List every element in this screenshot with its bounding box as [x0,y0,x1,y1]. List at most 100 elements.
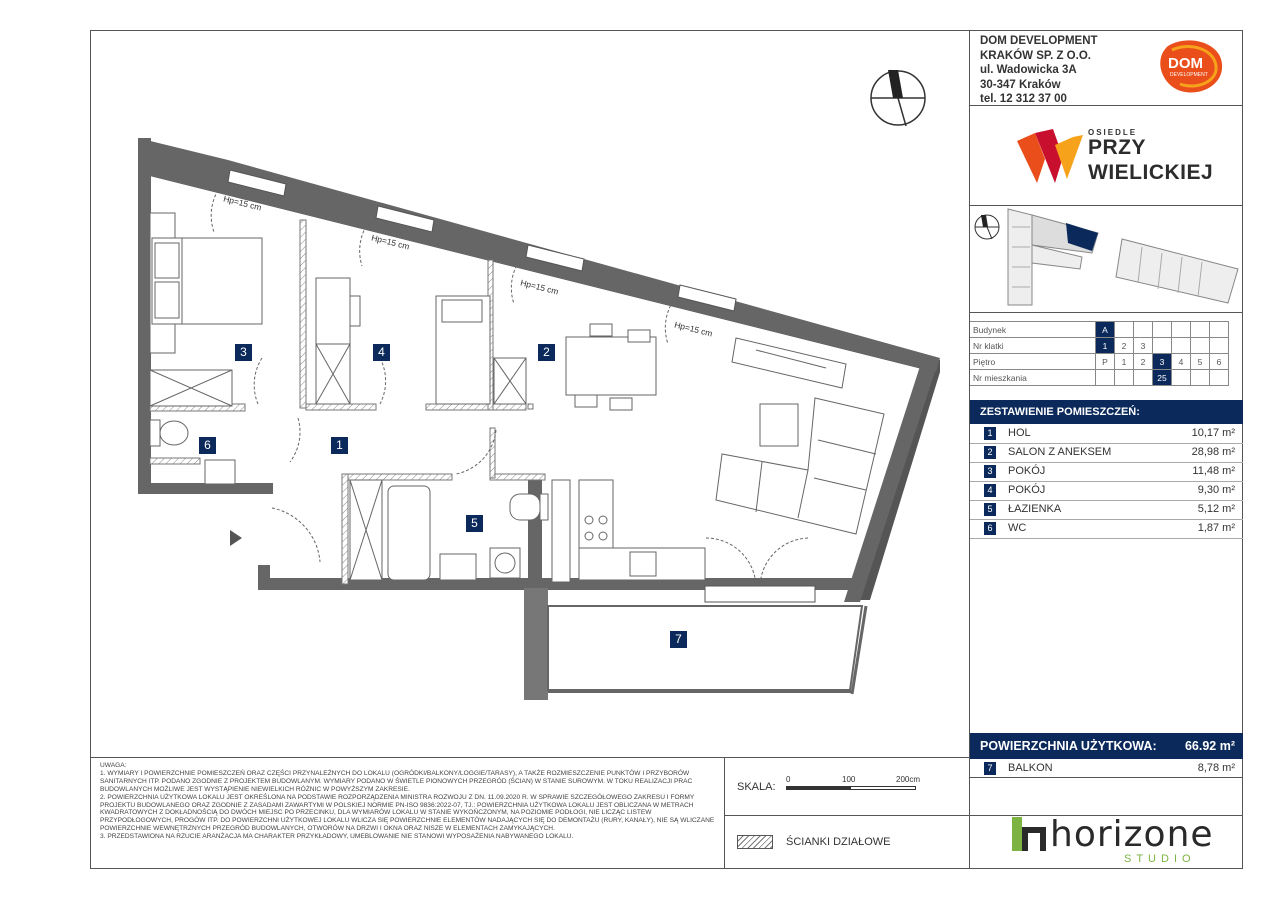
scale-tick-100: 100 [842,775,856,784]
przy-wielickiej-logo-icon [1017,129,1083,183]
floor-plan [138,69,940,700]
dom-development-logo: DOM DEVELOPMENT [1160,40,1223,93]
dom-logo-text: DOM [1168,55,1203,72]
company-name: DOM DEVELOPMENT [980,35,1098,47]
right-wall [844,360,938,602]
dom-logo-sub: DEVELOPMENT [1170,72,1208,78]
pietro-cell: 4 [1171,353,1191,370]
room-num: 3 [984,465,996,478]
room-label-7: 7 [670,631,687,648]
room-label-6: 6 [199,437,216,454]
zestawienie-title: ZESTAWIENIE POMIESZCZEŃ: [970,400,1243,424]
klatka-cell: 1 [1095,337,1115,354]
company-name2: KRAKÓW SP. Z O.O. [980,49,1091,62]
pietro-cell: 1 [1114,353,1134,370]
room-row: 1 HOL 10,17 m² [970,424,1243,444]
room-name: ŁAZIENKA [1008,503,1062,515]
powierzchnia-value: 66.92 m² [1184,739,1235,753]
windows [227,169,816,603]
divider-keyplan [969,312,1243,313]
uwaga-notes: UWAGA: 1. WYMIARY I POWIERZCHNIE POMIESZ… [100,762,718,841]
uwaga-title: UWAGA: [100,762,127,769]
room-area: 5,12 m² [1197,503,1235,515]
uwaga-note-2: 2. POWIERZCHNIA UŻYTKOWA LOKALU JEST OKR… [100,793,715,833]
left-wall [138,138,151,494]
horizone-studio: STUDIO [1124,853,1196,865]
room-num: 1 [984,427,996,440]
mieszkanie-label: Nr mieszkania [970,369,1096,386]
divider-balkon [969,777,1243,778]
company-phone: tel. 12 312 37 00 [980,93,1067,105]
entrance-arrow-icon [230,530,242,546]
klatka-cell: 2 [1114,337,1134,354]
door-swings [210,181,809,587]
company-city: 30-347 Kraków [980,78,1061,91]
pietro-cell: 6 [1209,353,1229,370]
key-plan [974,208,1239,306]
brand-przy: PRZY [1088,136,1147,159]
room-area: 28,98 m² [1191,446,1235,458]
room-row: 3 POKÓJ 11,48 m² [970,462,1243,482]
balkon-row: 7 BALKON 8,78 m² [970,759,1243,778]
horizone-wordmark: horizone [1050,814,1214,855]
pietro-cell: P [1095,353,1115,370]
balkon-area: 8,78 m² [1197,762,1235,774]
divider-brand [969,205,1243,206]
balcony-wall-left [524,588,548,700]
balkon-num: 7 [984,762,996,775]
room-name: SALON Z ANEKSEM [1008,446,1112,458]
pietro-cell: 3 [1152,353,1172,370]
klatka-cell: 3 [1133,337,1153,354]
room-name: HOL [1008,427,1031,439]
balkon-name: BALKON [1008,762,1053,774]
scale-bar [786,786,916,790]
uwaga-note-3: 3. PRZEDSTAWIONA NA RZUCIE ARANŻACJA MA … [100,833,574,841]
room-row: 2 SALON Z ANEKSEM 28,98 m² [970,443,1243,463]
pietro-label: Piętro [970,353,1096,370]
budynek-label: Budynek [970,321,1096,338]
room-num: 5 [984,503,996,516]
room-label-1: 1 [331,437,348,454]
divider-notes-scale [724,757,725,869]
divider-company [969,105,1243,106]
uwaga-note-1: 1. WYMIARY I POWIERZCHNIE POMIESZCZEŃ OR… [100,769,693,793]
company-address: DOM DEVELOPMENT KRAKÓW SP. Z O.O. ul. Wa… [980,34,1098,107]
skala-label: SKALA: [737,781,776,793]
compass-icon [870,69,926,127]
room-area: 10,17 m² [1191,427,1235,439]
mieszkanie-cell: 25 [1152,369,1172,386]
room-name: POKÓJ [1008,484,1046,496]
powierzchnia-uzytkowa: POWIERZCHNIA UŻYTKOWA: 66.92 m² [970,733,1243,759]
room-area: 11,48 m² [1192,465,1235,477]
bottom-wall-left [138,483,273,494]
room-name: WC [1008,522,1027,534]
scianki-legend-label: ŚCIANKI DZIAŁOWE [786,836,891,848]
horizone-logo-icon [1012,817,1046,851]
room-row: 6 WC 1,87 m² [970,519,1243,539]
budynek-cell: A [1095,321,1115,338]
divider-right-panel [969,30,970,869]
room-label-4: 4 [373,344,390,361]
powierzchnia-label: POWIERZCHNIA UŻYTKOWA: [980,739,1157,753]
company-street: ul. Wadowicka 3A [980,64,1077,76]
drawing-sheet [90,30,1243,869]
divider-scale-legend [724,815,1243,816]
scale-tick-0: 0 [786,775,791,784]
room-name: POKÓJ [1008,465,1046,477]
furniture [149,212,885,583]
divider-notes [90,757,970,758]
brand-wielickiej: WIELICKIEJ [1088,161,1214,184]
pietro-cell: 2 [1133,353,1153,370]
room-row: 4 POKÓJ 9,30 m² [970,481,1243,501]
klatka-label: Nr klatki [970,337,1096,354]
room-num: 2 [984,446,996,459]
room-num: 6 [984,522,996,535]
room-num: 4 [984,484,996,497]
apartment-info-table: Budynek A Nr klatki 1 2 3 Piętro P 1 2 3… [970,321,1229,386]
balcony-outline [547,605,864,691]
hatch-legend-swatch [737,835,773,849]
pietro-cell: 5 [1190,353,1210,370]
room-row: 5 ŁAZIENKA 5,12 m² [970,500,1243,520]
room-area: 9,30 m² [1197,484,1235,496]
room-label-2: 2 [538,344,555,361]
